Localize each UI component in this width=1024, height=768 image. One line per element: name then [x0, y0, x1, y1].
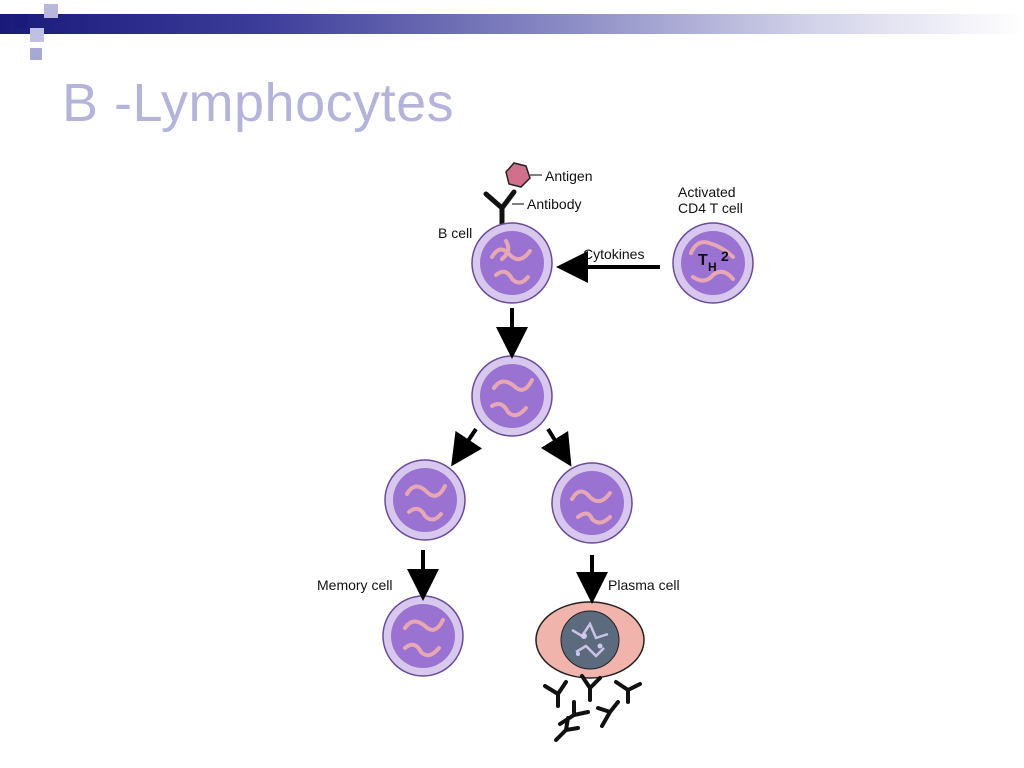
split-arrow-right: [540, 427, 572, 467]
th2-label-h: H: [708, 260, 717, 274]
secreted-antibodies-icon: [543, 674, 642, 742]
plasma-cell-label: Plasma cell: [608, 577, 680, 593]
antibody-icon: [483, 189, 524, 229]
daughter-cell-left: [384, 459, 466, 541]
antibody-label: Antibody: [527, 196, 581, 212]
b-cell: [471, 222, 553, 304]
b-cell-label: B cell: [438, 225, 472, 241]
daughter-cell-right: [551, 462, 633, 544]
memory-cell-label: Memory cell: [317, 577, 392, 593]
slide-title: B -Lymphocytes: [62, 73, 455, 133]
activated-label-line2: CD4 T cell: [678, 200, 743, 216]
split-arrow-left: [451, 427, 483, 467]
activated-label-line1: Activated: [678, 184, 736, 200]
memory-cell: [382, 595, 464, 677]
cytokines-label: Cytokines: [583, 246, 644, 262]
title-banner: [0, 14, 1024, 34]
th2-label-num: 2: [721, 248, 729, 264]
antigen-icon: [505, 162, 542, 188]
logo-square-light: [30, 28, 44, 42]
activated-t-cell: T H 2: [672, 222, 754, 304]
logo-square-dark: [14, 14, 28, 28]
plasma-cell: [535, 601, 645, 679]
th2-label-t: T: [698, 252, 708, 269]
dividing-b-cell: [471, 355, 553, 437]
logo-square-accent: [30, 48, 42, 60]
antigen-label: Antigen: [545, 168, 592, 184]
logo-square-mid: [44, 4, 58, 18]
